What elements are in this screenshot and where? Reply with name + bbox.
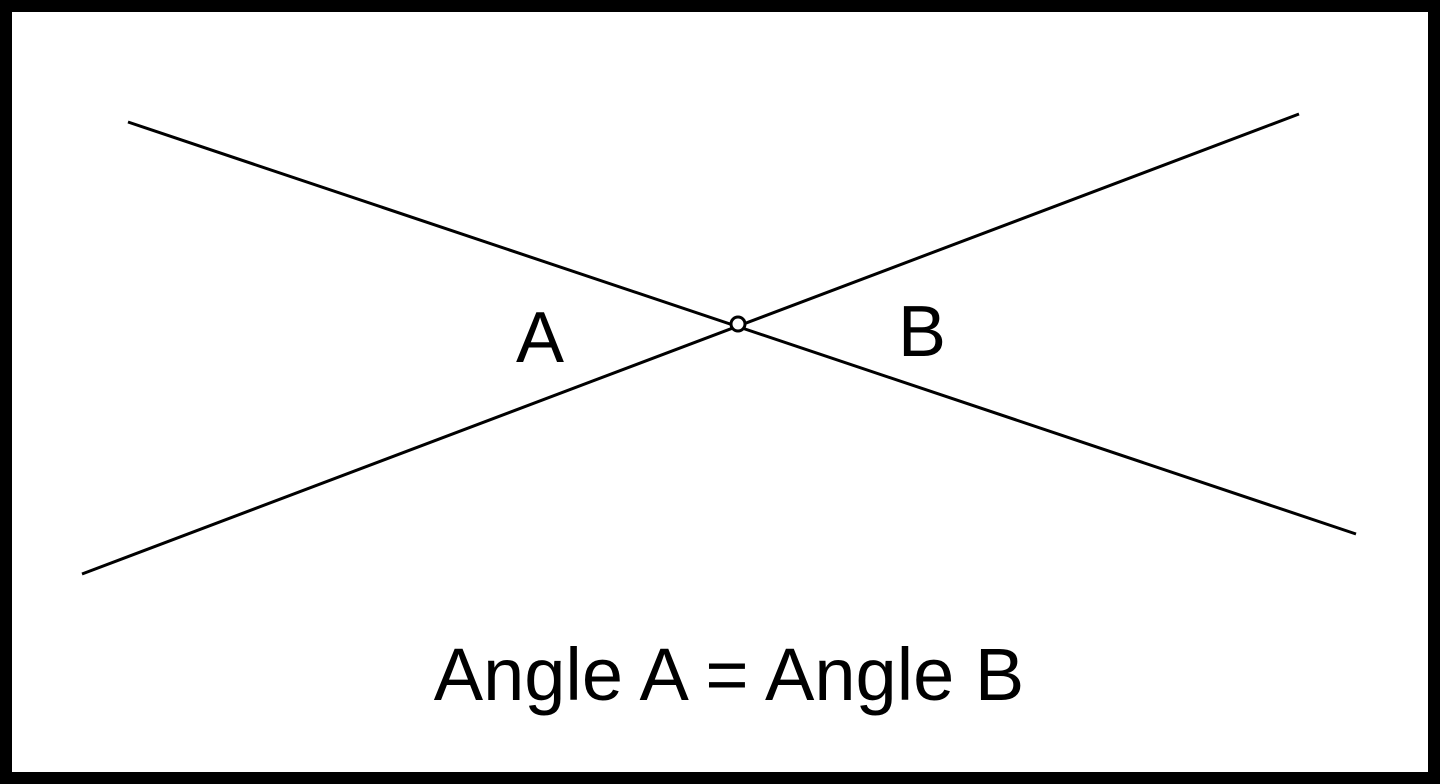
- angle-b-label: B: [898, 292, 946, 372]
- angle-a-label: A: [516, 298, 564, 378]
- diagram-canvas: [12, 12, 1428, 772]
- diagram-caption: Angle A = Angle B: [434, 633, 1024, 716]
- line-ascending: [81, 112, 1300, 576]
- vertex-point: [729, 315, 747, 333]
